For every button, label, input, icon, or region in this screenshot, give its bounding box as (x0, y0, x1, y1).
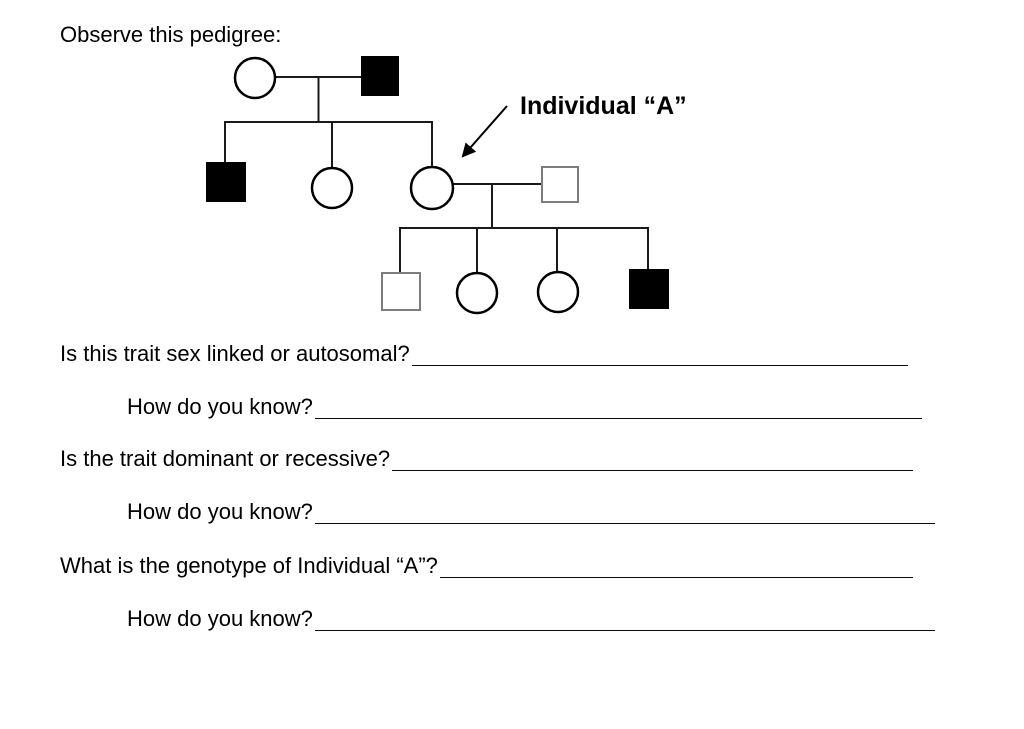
question-label: What is the genotype of Individual “A”? (60, 553, 438, 578)
individual-III3-unaffected-female-circle (536, 270, 580, 314)
individual-I2-affected-male-square (361, 56, 399, 96)
pedigree-diagram (206, 56, 669, 315)
answer-blank-line (411, 340, 908, 366)
question-row-how-know-3: How do you know? (127, 606, 935, 631)
question-label: How do you know? (127, 394, 313, 419)
individual-II1-affected-male-square (206, 162, 246, 202)
individual-II4-unaffected-male-square (541, 166, 579, 203)
answer-blank-line (314, 605, 935, 631)
answer-blank-line (392, 445, 913, 471)
question-row-sex-linked: Is this trait sex linked or autosomal? (60, 341, 908, 366)
individual-III4-affected-male-square (629, 269, 669, 309)
individual-II2-unaffected-female-circle (310, 166, 354, 210)
individual-I1-unaffected-female-circle (233, 56, 277, 100)
gen3-sibship-line (399, 227, 649, 273)
gen2-sibship-line (224, 121, 433, 167)
question-row-how-know-2: How do you know? (127, 499, 935, 524)
question-row-how-know-1: How do you know? (127, 394, 922, 419)
answer-blank-line (314, 393, 922, 419)
answer-blank-line (439, 552, 913, 578)
individual-a-label: Individual “A” (520, 92, 687, 120)
individual-III1-unaffected-male-square (381, 272, 421, 311)
question-label: Is this trait sex linked or autosomal? (60, 341, 410, 366)
answer-blank-line (314, 498, 935, 524)
question-row-genotype: What is the genotype of Individual “A”? (60, 553, 913, 578)
question-label: Is the trait dominant or recessive? (60, 446, 391, 471)
individual-III2-unaffected-female-circle (455, 271, 499, 315)
question-row-dominant-recessive: Is the trait dominant or recessive? (60, 446, 913, 471)
individual-II3-individual-a-circle (409, 165, 455, 211)
page-title: Observe this pedigree: (60, 22, 282, 47)
question-label: How do you know? (127, 499, 313, 524)
individual-a-arrow (461, 105, 508, 158)
question-label: How do you know? (127, 606, 313, 631)
